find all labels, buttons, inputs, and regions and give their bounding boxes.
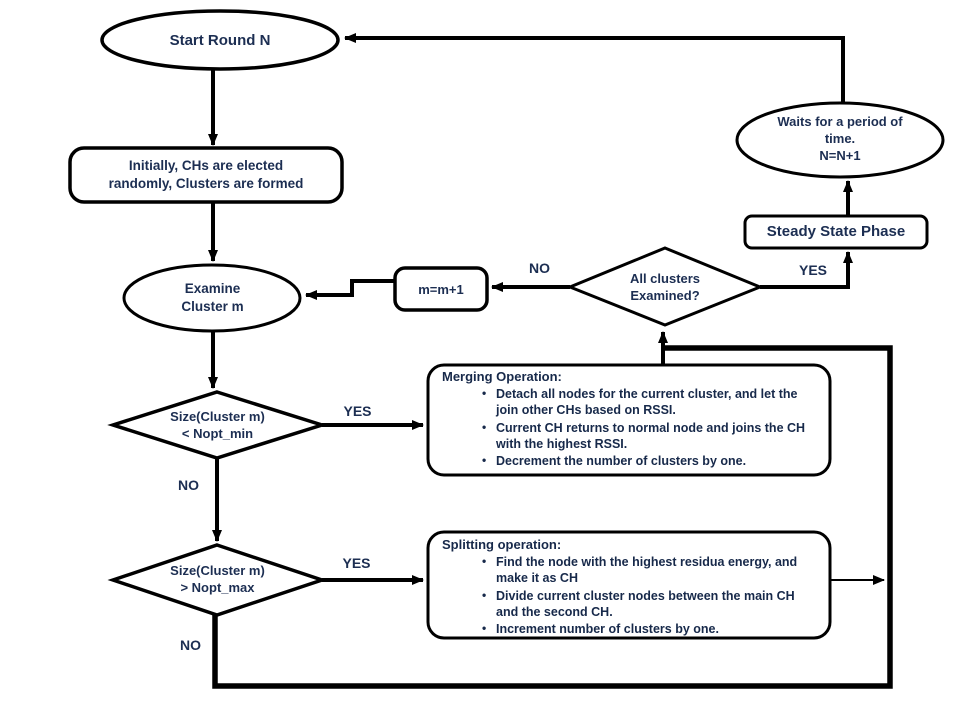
steady-state-label: Steady State Phase [766, 223, 906, 240]
init-box [68, 146, 344, 204]
size-max-line1: Size(Cluster m) [170, 563, 265, 578]
merging-bullet-row: • Current CH returns to normal node and … [442, 420, 824, 453]
merging-title: Merging Operation: [442, 369, 562, 384]
size-min-line1: Size(Cluster m) [170, 409, 265, 424]
splitting-bullet-3: Increment number of clusters by one. [496, 622, 719, 636]
bullet-icon: • [482, 453, 487, 467]
splitting-title: Splitting operation: [442, 537, 562, 552]
size-max-line2: > Nopt_max [180, 580, 255, 596]
edge-label-no-sizemax: NO [180, 637, 201, 653]
merging-bullet-2: Current CH returns to normal node and jo… [496, 420, 806, 451]
edge-label-no-sizemin: NO [178, 477, 199, 493]
size-min-label: Size(Cluster m) < Nopt_min [130, 408, 305, 442]
splitting-bullet-1: Find the node with the highest residua e… [496, 555, 798, 586]
m-increment-box [393, 266, 489, 312]
init-label-line1: Initially, CHs are elected [128, 158, 284, 173]
all-clusters-line1: All clusters [629, 271, 701, 286]
bullet-icon: • [482, 419, 487, 434]
waits-line2: time. [824, 131, 856, 147]
merging-content: Merging Operation: • Detach all nodes fo… [442, 369, 824, 469]
init-label-line2: randomly, Clusters are formed [108, 175, 304, 191]
merging-bullet-3: Decrement the number of clusters by one. [496, 454, 747, 468]
examine-label: Examine Cluster m [140, 280, 285, 316]
edge-label-yes-merging: YES [343, 403, 372, 419]
init-label: Initially, CHs are elected randomly, Clu… [78, 157, 334, 193]
all-clusters-diamond [566, 246, 764, 327]
steady-state-box [743, 214, 929, 250]
edge-label-yes-allclusters: YES [798, 262, 827, 278]
edge-sizemax-no-loop [212, 345, 893, 689]
merging-bullet-row: • Detach all nodes for the current clust… [442, 386, 824, 419]
waits-line1: Waits for a period of [777, 114, 903, 129]
splitting-bullet-row: • Divide current cluster nodes between t… [442, 588, 824, 621]
bullet-icon: • [482, 621, 487, 635]
edge-label-yes-splitting: YES [342, 555, 371, 571]
edge-label-no-allclusters: NO [529, 260, 550, 276]
examine-label-line1: Examine [184, 281, 241, 296]
bullet-icon: • [482, 587, 487, 602]
merging-bullet-row: • Decrement the number of clusters by on… [442, 453, 824, 469]
waits-ellipse [735, 101, 945, 179]
splitting-bullet-2: Divide current cluster nodes between the… [496, 588, 795, 619]
merging-box [426, 363, 832, 477]
bullet-icon: • [482, 554, 487, 568]
all-clusters-label: All clusters Examined? [590, 270, 740, 304]
edge-mbox-to-examine [305, 279, 395, 300]
merging-bullet-1: Detach all nodes for the current cluster… [496, 387, 798, 418]
examine-label-line2: Cluster m [181, 298, 244, 314]
splitting-box [426, 530, 832, 640]
bullet-icon: • [482, 386, 487, 400]
m-increment-label: m=m+1 [418, 282, 464, 297]
all-clusters-line2: Examined? [630, 288, 700, 304]
edge-waits-to-start [344, 33, 845, 103]
waits-label: Waits for a period of time. N=N+1 [754, 113, 926, 164]
edge-allclusters-yes-to-steady [760, 251, 853, 289]
start-label: Start Round N [169, 32, 271, 49]
splitting-bullet-row: • Increment number of clusters by one. [442, 621, 824, 637]
waits-line3: N=N+1 [819, 148, 861, 164]
start-ellipse [100, 9, 340, 71]
splitting-content: Splitting operation: • Find the node wit… [442, 537, 824, 637]
size-max-label: Size(Cluster m) > Nopt_max [130, 562, 305, 596]
splitting-bullet-row: • Find the node with the highest residua… [442, 554, 824, 587]
size-min-line2: < Nopt_min [181, 426, 254, 442]
